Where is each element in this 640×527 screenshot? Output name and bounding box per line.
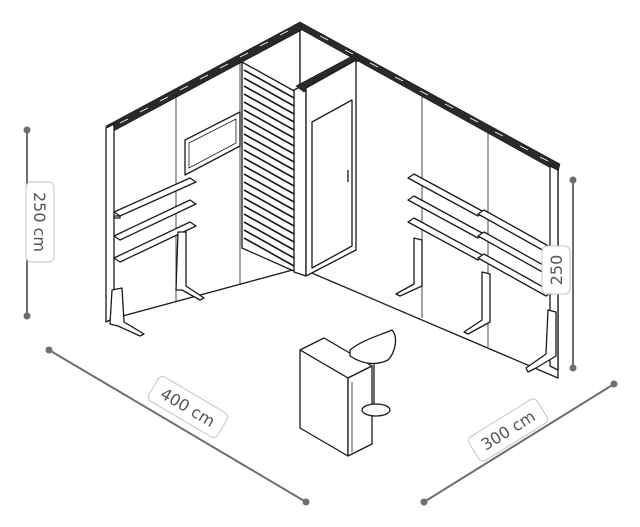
cabin-door: [311, 99, 353, 269]
cabin-corner-post: [293, 83, 307, 277]
left-shelving: [109, 177, 205, 337]
base-foot-left: [109, 287, 145, 337]
dimension-height-right: 250: [541, 176, 577, 372]
storage-cabin: [241, 53, 361, 277]
bar-stool: [349, 329, 397, 417]
wall-screen: [184, 111, 241, 176]
truss-back-left-pattern: [119, 30, 289, 124]
reception-counter: [299, 337, 373, 457]
truss-back-right-pattern: [319, 35, 549, 162]
shelf-left-1: [113, 177, 197, 217]
dimension-height-left: 250 cm: [23, 126, 55, 320]
dimension-depth-side: 300 cm: [420, 380, 618, 506]
exhibition-booth: [105, 21, 561, 457]
shelf-leg-right-1: [395, 237, 423, 297]
shelf-leg-left: [175, 231, 205, 301]
base-foot-right: [525, 309, 557, 373]
right-shelving: [395, 173, 557, 373]
dimension-width-front: 400 cm: [45, 346, 310, 506]
stool-base: [361, 403, 391, 417]
cabin-slats: [243, 69, 295, 267]
counter-side: [347, 365, 373, 457]
shelf-left-3: [113, 221, 197, 263]
shelf-leg-right-2: [463, 271, 491, 335]
stool-seat: [349, 329, 397, 365]
height-left-label: 250 cm: [30, 192, 49, 252]
shelf-left-2: [113, 199, 197, 241]
height-right-label: 250: [547, 255, 566, 286]
